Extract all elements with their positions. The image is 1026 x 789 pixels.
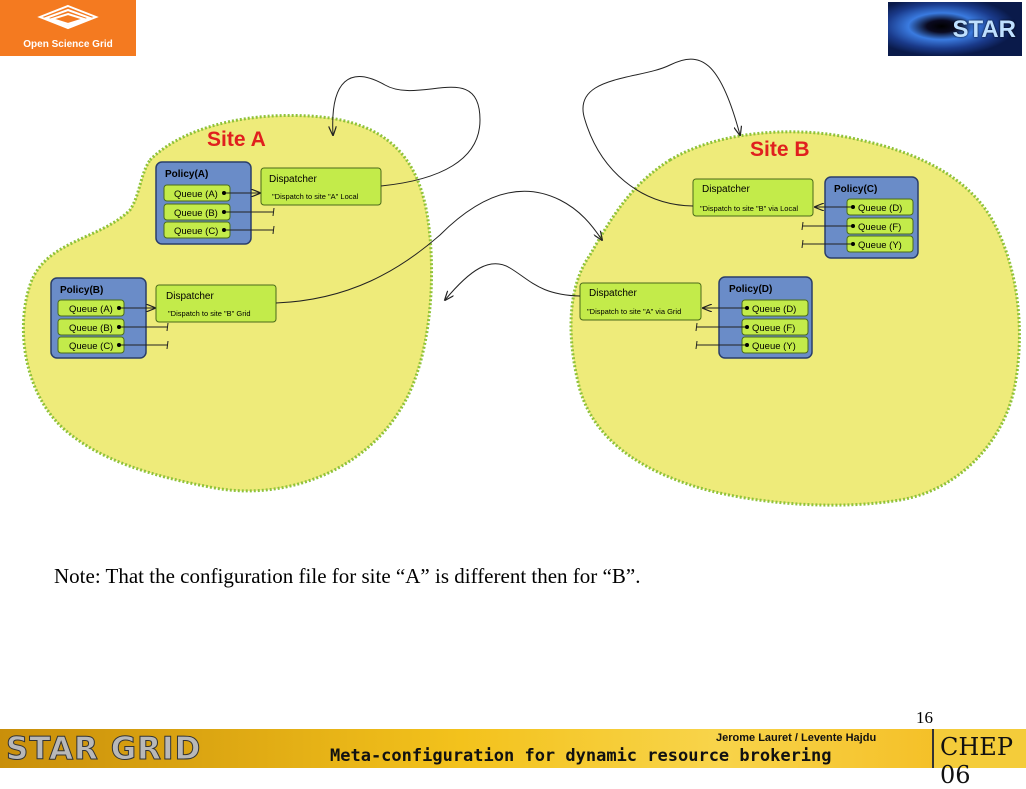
policy-b-queue-a: Queue (A) — [57, 299, 125, 317]
svg-text:Queue (Y): Queue (Y) — [858, 240, 902, 251]
osg-logo-icon — [37, 4, 99, 30]
policy-c-title: Policy(C) — [834, 184, 877, 195]
dispatcher-b-text: "Dispatch to site "B" Grid — [168, 309, 251, 318]
policy-c-box: Policy(C) Queue (D) Queue (F) Queue (Y) — [824, 176, 919, 259]
svg-text:Queue (F): Queue (F) — [752, 323, 795, 334]
dispatcher-c-text: "Dispatch to site "B" via Local — [700, 204, 798, 213]
dispatch-diagram: Site A Site B Policy(A) Queue (A) Queue … — [21, 58, 1021, 507]
svg-text:Queue (D): Queue (D) — [752, 304, 796, 315]
open-science-grid-logo: Open Science Grid — [0, 0, 136, 56]
note-text: Note: That the configuration file for si… — [54, 564, 641, 588]
policy-c-queue-f: Queue (F) — [846, 217, 914, 235]
dispatcher-c-box: Dispatcher "Dispatch to site "B" via Loc… — [692, 178, 814, 217]
policy-a-title: Policy(A) — [165, 169, 208, 180]
dispatcher-d-to-site-a-arrow — [445, 263, 581, 300]
star-burst-icon — [888, 2, 1022, 56]
dispatcher-a-box: Dispatcher "Dispatch to site "A" Local — [260, 167, 382, 206]
policy-a-queue-a: Queue (A) — [163, 184, 231, 202]
footer-authors: Jerome Lauret / Levente Hajdu — [716, 732, 877, 744]
chep-logo: CHEP 06 — [932, 729, 1026, 789]
site-b-title: Site B — [750, 138, 810, 161]
dispatcher-b-title: Dispatcher — [166, 291, 214, 302]
dispatcher-b-box: Dispatcher "Dispatch to site "B" Grid — [155, 284, 277, 323]
policy-d-queue-y: Queue (Y) — [741, 336, 809, 354]
star-logo: STAR — [888, 2, 1022, 56]
policy-b-queue-c-stub — [121, 340, 169, 350]
svg-text:Queue (A): Queue (A) — [69, 304, 113, 315]
policy-d-queue-f-stub — [695, 322, 745, 332]
svg-text:Queue (F): Queue (F) — [858, 222, 901, 233]
policy-c-queue-f-stub — [801, 221, 851, 231]
policy-a-queue-b: Queue (B) — [163, 203, 231, 221]
footer-banner: STAR GRID Jerome Lauret / Levente Hajdu … — [0, 729, 1026, 789]
svg-text:Queue (C): Queue (C) — [174, 226, 218, 237]
svg-text:Queue (D): Queue (D) — [858, 203, 902, 214]
svg-text:Queue (Y): Queue (Y) — [752, 341, 796, 352]
dispatcher-d-title: Dispatcher — [589, 288, 637, 299]
site-a-title: Site A — [207, 128, 266, 151]
policy-c-queue-y: Queue (Y) — [846, 235, 914, 253]
policy-b-box: Policy(B) Queue (A) Queue (B) Queue (C) — [50, 277, 147, 359]
svg-text:Queue (B): Queue (B) — [69, 323, 113, 334]
policy-a-queue-c: Queue (C) — [163, 221, 231, 239]
svg-text:Queue (A): Queue (A) — [174, 189, 218, 200]
dispatcher-a-title: Dispatcher — [269, 174, 317, 185]
dispatcher-a-text: "Dispatch to site "A" Local — [272, 192, 359, 201]
dispatcher-d-box: Dispatcher "Dispatch to site "A" via Gri… — [579, 282, 702, 321]
page-number: 16 — [916, 708, 933, 727]
policy-d-queue-d: Queue (D) — [741, 299, 809, 317]
policy-b-queue-b: Queue (B) — [57, 318, 125, 336]
policy-b-queue-c: Queue (C) — [57, 336, 125, 354]
policy-a-queue-b-stub — [226, 207, 275, 217]
policy-d-box: Policy(D) Queue (D) Queue (F) Queue (Y) — [718, 276, 813, 359]
osg-logo-text: Open Science Grid — [23, 39, 113, 50]
star-logo-text: STAR — [952, 16, 1016, 43]
svg-text:Queue (C): Queue (C) — [69, 341, 113, 352]
policy-d-title: Policy(D) — [729, 284, 772, 295]
svg-text:Queue (B): Queue (B) — [174, 208, 218, 219]
dispatcher-c-title: Dispatcher — [702, 184, 750, 195]
chep-logo-text: CHEP 06 — [940, 733, 1013, 789]
footer-brand: STAR GRID — [5, 731, 202, 768]
policy-c-queue-d: Queue (D) — [846, 198, 914, 216]
policy-b-title: Policy(B) — [60, 285, 103, 296]
policy-d-queue-f: Queue (F) — [741, 318, 809, 336]
policy-d-queue-y-stub — [695, 340, 745, 350]
policy-a-box: Policy(A) Queue (A) Queue (B) Queue (C) — [155, 161, 252, 245]
dispatcher-d-text: "Dispatch to site "A" via Grid — [587, 307, 681, 316]
policy-a-queue-c-stub — [226, 225, 275, 235]
dispatcher-b-to-site-b-arrow — [275, 190, 602, 304]
policy-b-queue-b-stub — [121, 322, 169, 332]
footer-subtitle: Meta-configuration for dynamic resource … — [330, 746, 832, 766]
dispatcher-c-loop-to-site-b-arrow — [582, 58, 740, 207]
dispatcher-a-loop-to-site-a-arrow — [333, 76, 481, 187]
policy-c-queue-y-stub — [801, 239, 851, 249]
